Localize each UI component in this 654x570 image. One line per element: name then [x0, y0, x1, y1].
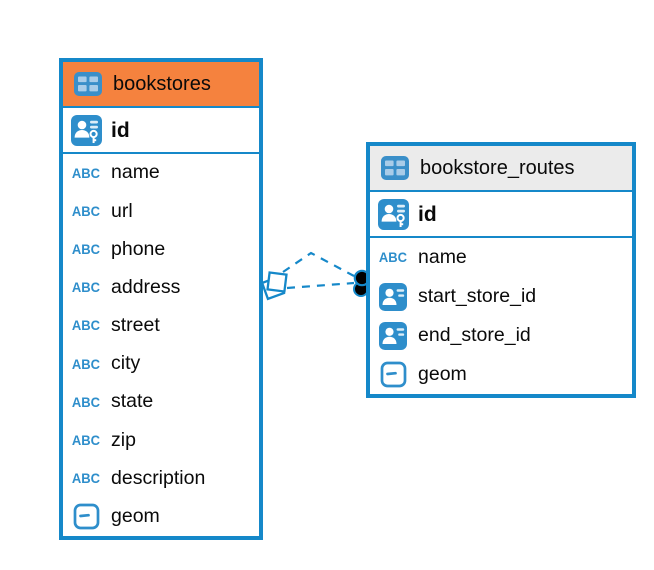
text-type-icon: ABC [71, 432, 101, 449]
text-type-icon: ABC [71, 394, 101, 411]
table-name: bookstore_routes [420, 157, 575, 179]
primary-key-icon [70, 114, 102, 146]
text-type-icon: ABC [71, 241, 101, 258]
table-header[interactable]: bookstores [63, 62, 259, 106]
column-row[interactable]: ABC state [63, 383, 259, 421]
column-name: phone [111, 237, 166, 260]
column-row[interactable]: end_store_id [370, 316, 632, 355]
column-name: address [111, 275, 181, 298]
column-row[interactable]: ABC name [370, 238, 632, 277]
column-name: name [111, 161, 160, 184]
relationship-line-lower[interactable] [286, 281, 355, 290]
column-name: geom [111, 505, 160, 528]
reference-type-icon [377, 282, 409, 311]
column-name: street [111, 314, 160, 337]
table-node-bookstore-routes[interactable]: bookstore_routes id ABC name start_store… [366, 142, 636, 398]
text-type-icon: ABC [378, 249, 408, 266]
column-name: url [111, 199, 133, 222]
text-type-icon: ABC [71, 356, 101, 372]
table-header[interactable]: bookstore_routes [370, 146, 632, 190]
column-name: description [111, 466, 206, 489]
text-type-icon: ABC [71, 470, 101, 487]
column-name: geom [418, 362, 467, 385]
column-row[interactable]: ABC url [63, 192, 259, 230]
column-row[interactable]: ABC name [63, 154, 259, 192]
column-row[interactable]: ABC street [63, 307, 259, 345]
text-type-icon: ABC [71, 317, 101, 334]
text-type-icon: ABC [71, 203, 101, 220]
geometry-type-icon [70, 503, 102, 530]
column-name: zip [111, 428, 136, 451]
table-node-bookstores[interactable]: bookstores id ABC name ABC url ABC phone… [59, 58, 263, 540]
column-row[interactable]: ABC address [63, 269, 259, 307]
column-name: state [111, 390, 154, 413]
geometry-type-icon [377, 361, 409, 388]
column-row[interactable]: start_store_id [370, 277, 632, 316]
diamond-endpoint[interactable] [260, 271, 288, 301]
primary-key-row[interactable]: id [63, 106, 259, 154]
columns-list: ABC name start_store_id end_store_id geo… [370, 238, 632, 394]
column-name: name [418, 245, 467, 268]
table-name: bookstores [113, 73, 211, 95]
primary-key-row[interactable]: id [370, 190, 632, 238]
primary-key-name: id [111, 118, 130, 142]
column-row[interactable]: ABC city [63, 345, 259, 383]
column-row[interactable]: geom [63, 498, 259, 536]
column-name: city [111, 352, 141, 375]
primary-key-name: id [418, 202, 437, 226]
dot-endpoint[interactable] [353, 269, 371, 297]
text-type-icon: ABC [71, 165, 101, 181]
primary-key-icon [377, 198, 409, 230]
column-row[interactable]: ABC phone [63, 230, 259, 268]
column-row[interactable]: ABC zip [63, 421, 259, 459]
text-type-icon: ABC [71, 279, 101, 296]
column-name: start_store_id [418, 284, 537, 307]
column-row[interactable]: geom [370, 355, 632, 394]
table-icon [379, 156, 411, 180]
reference-type-icon [377, 321, 409, 350]
column-name: end_store_id [418, 323, 531, 346]
column-row[interactable]: ABC description [63, 460, 259, 498]
table-icon [72, 72, 104, 96]
columns-list: ABC name ABC url ABC phone ABC address A… [63, 154, 259, 536]
relationship-line-upper[interactable] [282, 251, 355, 277]
